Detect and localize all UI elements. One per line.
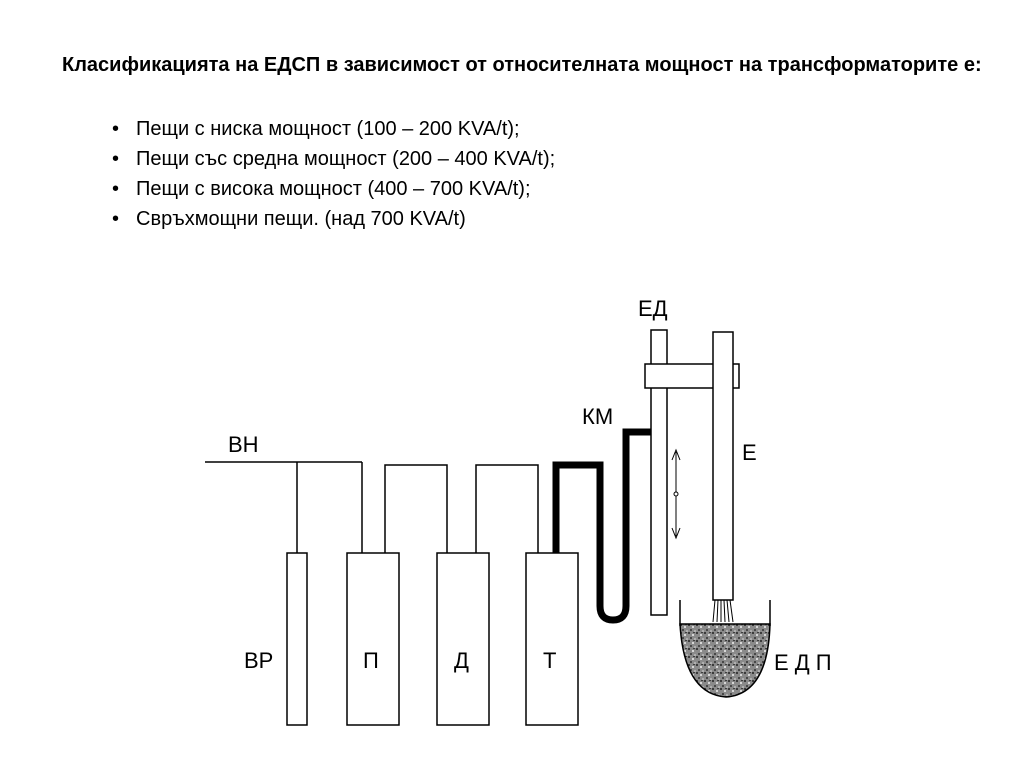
connector-d-t bbox=[475, 464, 539, 553]
label-km: КМ bbox=[582, 404, 613, 429]
list-item-text: Свръхмощни пещи. (над 700 KVA/t) bbox=[136, 208, 466, 230]
list-item: • Пещи с ниска мощност (100 – 200 KVA/t); bbox=[112, 114, 555, 144]
furnace-bath bbox=[679, 600, 771, 698]
list-item: • Пещи със средна мощност (200 – 400 KVA/… bbox=[112, 144, 555, 174]
p-block bbox=[346, 552, 400, 726]
d-block bbox=[436, 552, 490, 726]
list-item-text: Пещи с ниска мощност (100 – 200 KVA/t); bbox=[136, 118, 520, 140]
bullet-glyph: • bbox=[112, 148, 120, 170]
list-item-text: Пещи със средна мощност (200 – 400 KVA/t… bbox=[136, 148, 556, 170]
label-p: П bbox=[363, 648, 379, 673]
label-high-voltage: ВН bbox=[228, 432, 259, 457]
connector-p-d bbox=[384, 464, 448, 553]
t-block bbox=[525, 552, 579, 726]
label-e: Е bbox=[742, 440, 757, 465]
list-item: • Пещи с висока мощност (400 – 700 KVA/t)… bbox=[112, 174, 555, 204]
short-network-cable bbox=[552, 428, 667, 624]
high-voltage-line bbox=[205, 461, 363, 553]
label-edp: Е Д П bbox=[774, 650, 832, 675]
label-vr: ВР bbox=[244, 648, 273, 673]
classification-list: • Пещи с ниска мощност (100 – 200 KVA/t);… bbox=[112, 114, 555, 234]
electric-arc bbox=[712, 599, 734, 623]
electrode-holder-column bbox=[650, 329, 668, 616]
bullet-glyph: • bbox=[112, 208, 120, 230]
label-d: Д bbox=[454, 648, 469, 673]
label-t: Т bbox=[543, 648, 556, 673]
bullet-glyph: • bbox=[112, 118, 120, 140]
electrode bbox=[712, 331, 734, 601]
vertical-movement-arrow bbox=[671, 448, 681, 540]
slide-heading: Класификацията на ЕДСП в зависимост от о… bbox=[62, 54, 982, 76]
list-item-text: Пещи с висока мощност (400 – 700 KVA/t); bbox=[136, 178, 531, 200]
list-item: • Свръхмощни пещи. (над 700 KVA/t) bbox=[112, 204, 555, 234]
label-ed: ЕД bbox=[638, 296, 668, 321]
bullet-glyph: • bbox=[112, 178, 120, 200]
vr-block bbox=[286, 552, 308, 726]
